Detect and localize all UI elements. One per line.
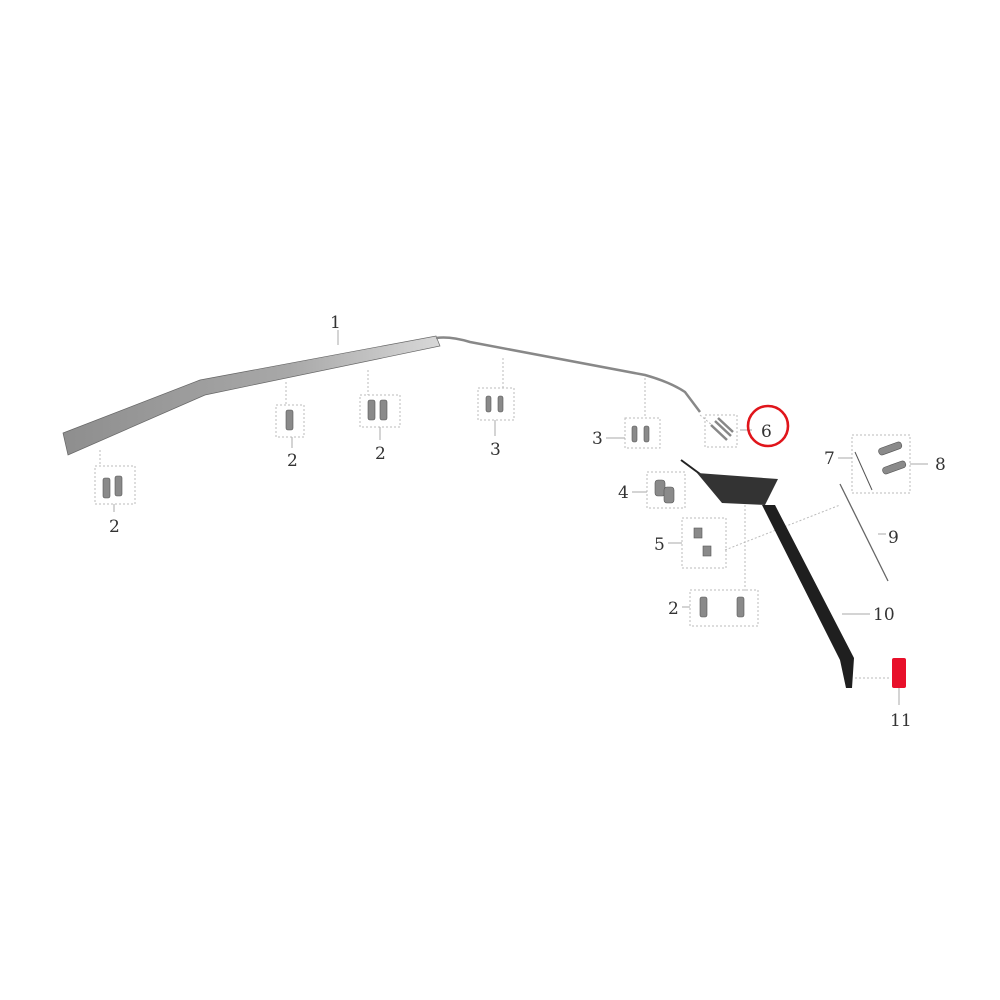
part-6-clips[interactable] bbox=[704, 414, 738, 448]
callout-2: 2 bbox=[109, 517, 120, 537]
part-9-rod[interactable] bbox=[839, 483, 889, 582]
part-11-red-cap[interactable] bbox=[892, 658, 906, 688]
fastener-2-b[interactable] bbox=[275, 404, 305, 438]
callout-2: 2 bbox=[668, 599, 679, 619]
fastener-3-a[interactable] bbox=[477, 387, 515, 421]
part-7-pin[interactable] bbox=[854, 451, 873, 491]
callout-5: 5 bbox=[654, 535, 665, 555]
callout-11: 11 bbox=[890, 711, 912, 731]
callout-3: 3 bbox=[592, 429, 603, 449]
callout-10: 10 bbox=[873, 605, 895, 625]
callout-2: 2 bbox=[375, 444, 386, 464]
part-1-rail[interactable] bbox=[62, 335, 701, 456]
part-10-bracket[interactable] bbox=[680, 459, 854, 688]
part-4-bushings[interactable] bbox=[646, 471, 686, 509]
callout-6[interactable]: 6 bbox=[761, 422, 772, 442]
callout-8: 8 bbox=[935, 455, 946, 475]
callout-7: 7 bbox=[824, 449, 835, 469]
callout-1: 1 bbox=[330, 313, 341, 333]
callout-4: 4 bbox=[618, 483, 629, 503]
highlight-circle-part-6 bbox=[746, 404, 790, 448]
fastener-3-b[interactable] bbox=[624, 417, 661, 449]
callout-leaders bbox=[113, 420, 928, 705]
fastener-2-left[interactable] bbox=[94, 465, 136, 505]
callout-9: 9 bbox=[888, 528, 899, 548]
part-8-pins[interactable] bbox=[851, 434, 911, 494]
fastener-2-c[interactable] bbox=[359, 394, 401, 428]
fastener-2-d[interactable] bbox=[689, 589, 759, 627]
callout-3: 3 bbox=[490, 440, 501, 460]
callout-2: 2 bbox=[287, 451, 298, 471]
part-5-clips[interactable] bbox=[681, 517, 727, 569]
